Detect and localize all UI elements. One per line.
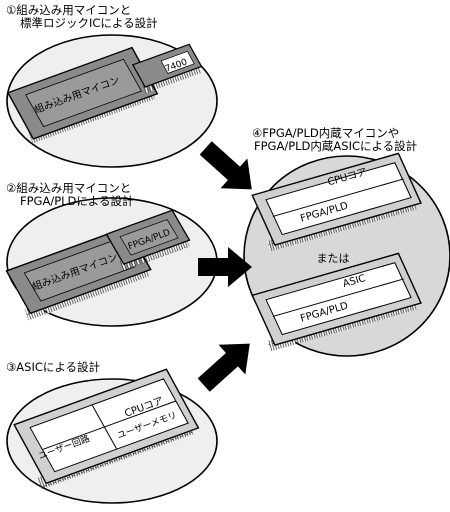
mcu-chip-1 <box>6 46 159 144</box>
caption-2-line2: FPGA/PLDによる設計 <box>20 194 134 208</box>
caption-3-line1: ③ASICによる設計 <box>6 360 101 374</box>
asic-chip-3 <box>13 368 200 490</box>
combo-chip-bottom <box>251 252 422 352</box>
arrow-1 <box>199 141 252 190</box>
caption-2-line1: ②組み込み用マイコンと <box>6 181 132 195</box>
caption-2: ②組み込み用マイコンと FPGA/PLDによる設計 <box>6 182 134 208</box>
logic-ic-chip <box>131 43 203 94</box>
caption-4-line1: ④FPGA/PLD内蔵マイコンや <box>252 126 400 140</box>
combo-chip-top <box>251 152 422 252</box>
arrow-3 <box>197 343 250 392</box>
caption-3: ③ASICによる設計 <box>6 361 100 374</box>
caption-1-line2: 標準ロジックICによる設計 <box>20 16 158 30</box>
caption-1: ①組み込み用マイコンと 標準ロジックICによる設計 <box>6 4 158 30</box>
caption-4: ④FPGA/PLD内蔵マイコンや FPGA/PLD内蔵ASICによる設計 <box>252 127 417 153</box>
caption-1-line1: ①組み込み用マイコンと <box>6 3 132 17</box>
fpga-pld-chip <box>105 209 191 272</box>
arrow-2 <box>198 247 252 287</box>
caption-4-line2: FPGA/PLD内蔵ASICによる設計 <box>254 139 418 153</box>
or-label: または <box>317 252 350 265</box>
